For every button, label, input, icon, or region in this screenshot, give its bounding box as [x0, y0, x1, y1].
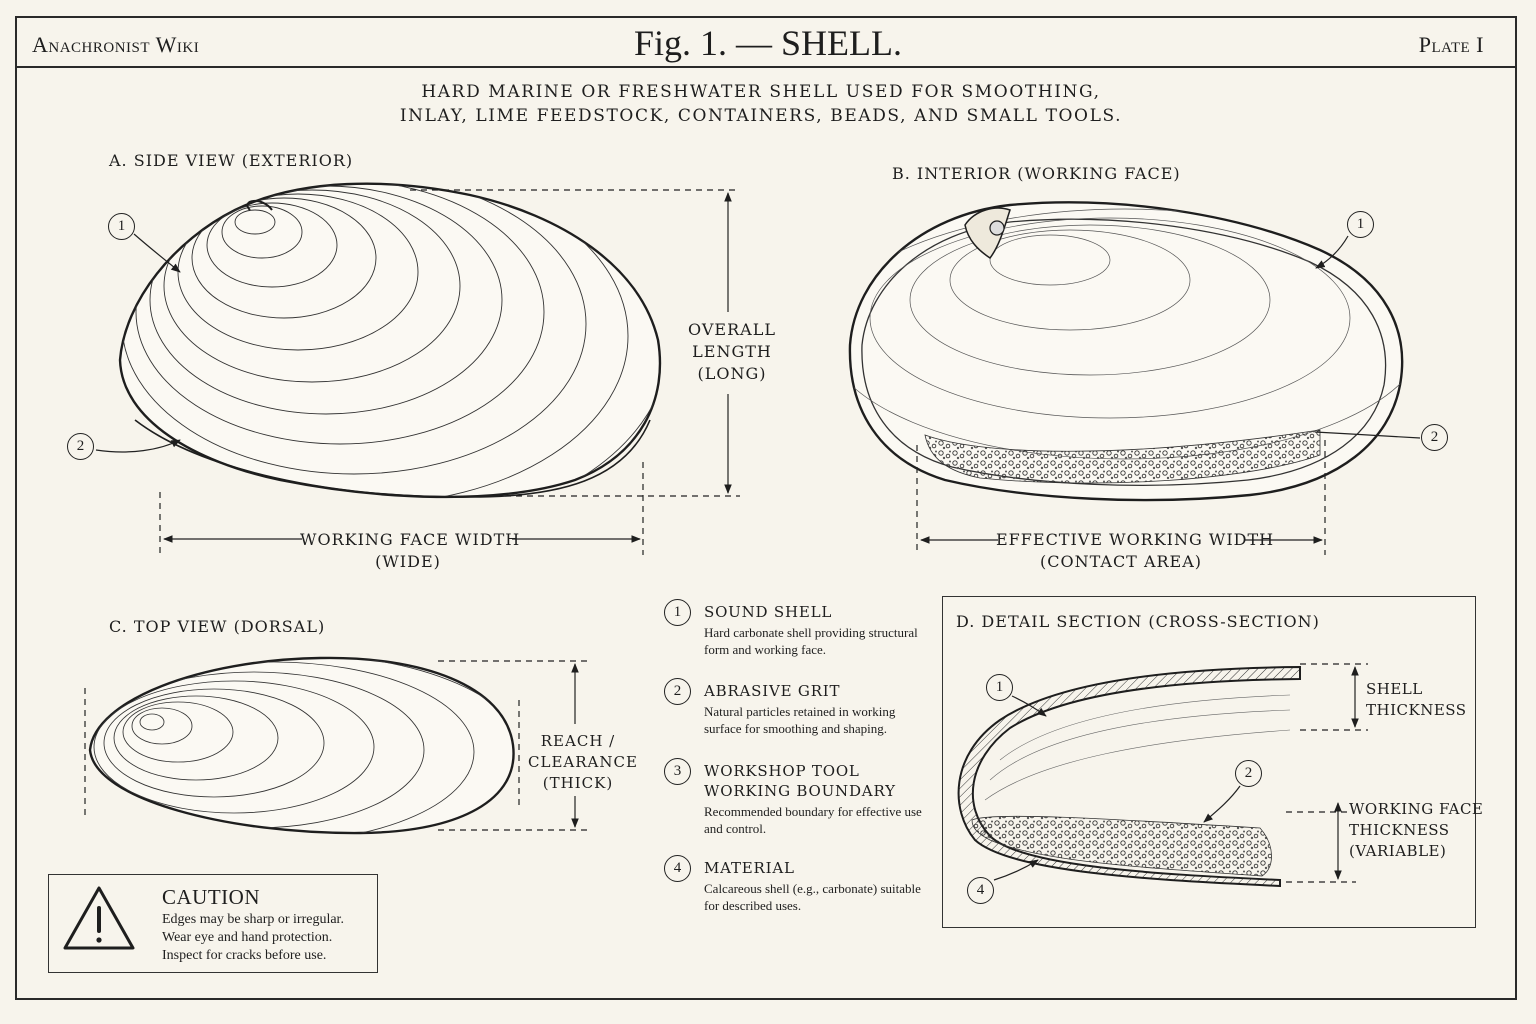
legend-number: 4	[664, 855, 691, 882]
site-name[interactable]: Anachronist Wiki	[32, 32, 200, 57]
shell-cross-section	[957, 665, 1301, 888]
legend-title: SOUND SHELL	[704, 603, 833, 621]
legend-number: 1	[664, 599, 691, 626]
dim-effective-working-width: EFFECTIVE WORKING WIDTH (CONTACT AREA)	[996, 530, 1275, 571]
dim-working-face-thickness: WORKING FACE THICKNESS (VARIABLE)	[1349, 800, 1484, 860]
side-view-callouts	[95, 233, 181, 453]
legend-number: 3	[664, 758, 691, 785]
caution-line-3: Inspect for cracks before use.	[162, 948, 327, 963]
interior-callouts	[1314, 235, 1421, 439]
legend-desc: Hard carbonate shell providing structura…	[704, 625, 918, 657]
legend-number: 2	[664, 678, 691, 705]
callout-d-1: 1	[986, 674, 1013, 701]
caution-title: CAUTION	[162, 885, 260, 909]
callout-a-1: 1	[108, 213, 135, 240]
callout-d-2: 2	[1235, 760, 1262, 787]
header-divider	[15, 66, 1517, 68]
plate-frame	[15, 16, 1517, 1000]
section-callouts	[993, 695, 1241, 881]
dim-working-face-width: WORKING FACE WIDTH (WIDE)	[300, 530, 521, 571]
shell-side-view	[118, 182, 662, 499]
plate-label: Plate I	[1418, 32, 1484, 57]
shell-top-view	[88, 656, 515, 835]
view-b-title: B. INTERIOR (WORKING FACE)	[892, 164, 1181, 183]
callout-b-1: 1	[1347, 211, 1374, 238]
callout-b-2: 2	[1421, 424, 1448, 451]
intro-text: HARD MARINE OR FRESHWATER SHELL USED FOR…	[0, 80, 1522, 128]
intro-line-2: INLAY, LIME FEEDSTOCK, CONTAINERS, BEADS…	[399, 106, 1123, 126]
dim-shell-thickness: SHELL THICKNESS	[1366, 680, 1467, 719]
intro-line-1: HARD MARINE OR FRESHWATER SHELL USED FOR…	[421, 82, 1101, 102]
legend-title: WORKSHOP TOOL WORKING BOUNDARY	[704, 762, 896, 800]
warning-triangle-icon	[63, 886, 135, 950]
callout-d-4: 4	[967, 877, 994, 904]
caution-box: CAUTION Edges may be sharp or irregular.…	[48, 874, 378, 973]
interior-dimensions	[916, 440, 1326, 555]
legend-title: MATERIAL	[704, 859, 795, 877]
figure-title: Fig. 1. — SHELL.	[633, 23, 902, 63]
legend-desc: Recommended boundary for effective use a…	[704, 804, 922, 836]
view-a-title: A. SIDE VIEW (EXTERIOR)	[109, 151, 354, 170]
legend-desc: Natural particles retained in working su…	[704, 704, 896, 736]
dim-overall-length: OVERALL LENGTH (LONG)	[688, 320, 776, 383]
side-view-dimensions	[159, 189, 740, 555]
dim-reach-clearance: REACH / CLEARANCE (THICK)	[528, 732, 638, 792]
legend-title: ABRASIVE GRIT	[704, 682, 841, 700]
top-view-dimensions	[84, 660, 590, 831]
shell-interior-view	[848, 201, 1404, 502]
callout-a-2: 2	[67, 433, 94, 460]
legend-desc: Calcareous shell (e.g., carbonate) suita…	[704, 881, 921, 913]
caution-line-2: Wear eye and hand protection.	[162, 930, 333, 945]
view-d-title: D. DETAIL SECTION (CROSS-SECTION)	[956, 612, 1320, 631]
detail-section-panel	[942, 596, 1476, 928]
view-c-title: C. TOP VIEW (DORSAL)	[109, 617, 326, 636]
section-dimensions	[1286, 663, 1368, 883]
caution-line-1: Edges may be sharp or irregular.	[162, 912, 344, 927]
